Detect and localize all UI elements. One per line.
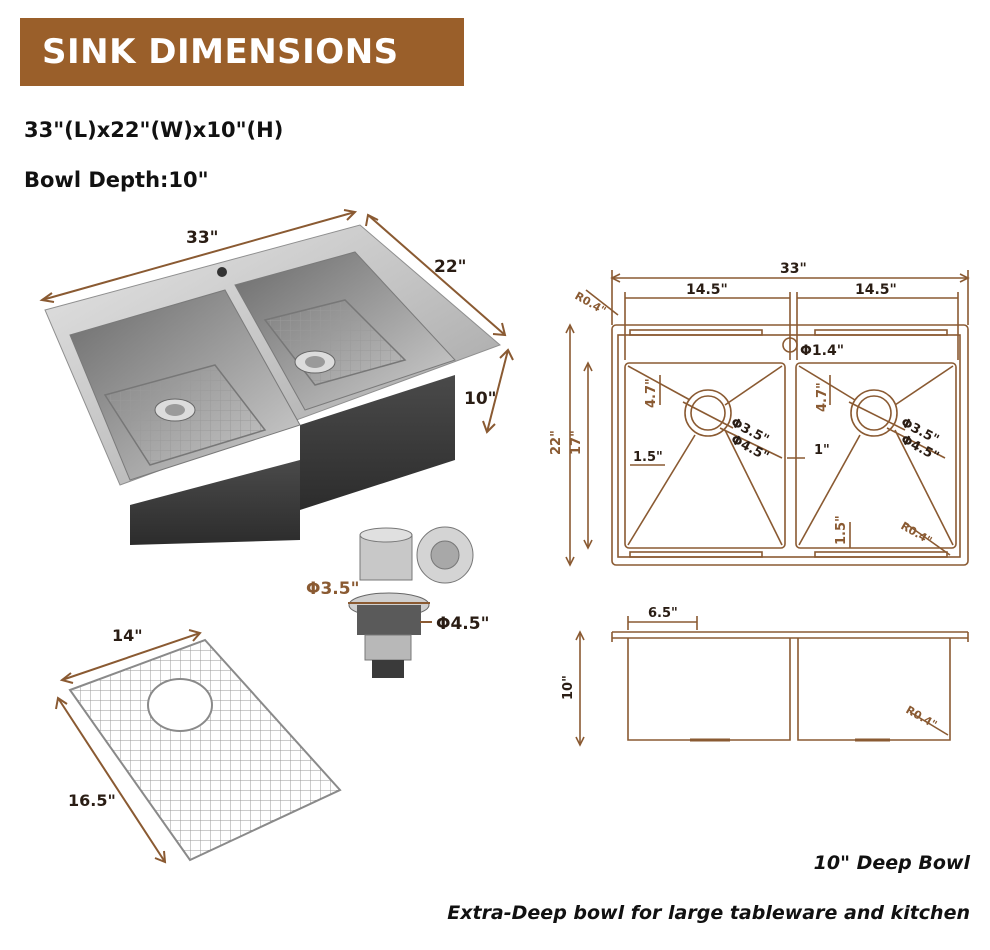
iso-length-label: 33" — [186, 228, 219, 248]
iso-height-label: 10" — [464, 389, 497, 409]
bottom-margin: 1.5" — [834, 515, 849, 545]
page-title: SINK DIMENSIONS — [42, 32, 399, 72]
drain-inner-label: Φ3.5" — [306, 579, 359, 599]
caption-extra-deep: Extra-Deep bowl for large tableware and … — [447, 902, 970, 924]
side-corner-radius: R0.4" — [904, 703, 940, 731]
side-margin: 1.5" — [633, 450, 663, 465]
iso-width-label: 22" — [434, 257, 467, 277]
bowl-corner-radius: R0.4" — [899, 519, 935, 547]
grid-dimensions — [55, 629, 202, 864]
grid-width-label: 14" — [112, 626, 143, 645]
divider-width: 1" — [814, 443, 830, 458]
iso-dimensions — [39, 209, 514, 434]
faucet-hole-diameter: Φ1.4" — [800, 343, 844, 359]
sink-3d-render — [44, 224, 501, 545]
caption-deep-bowl: 10" Deep Bowl — [813, 852, 970, 874]
side-view-drawing — [575, 616, 969, 747]
grid-length-label: 16.5" — [68, 791, 116, 810]
drain-dimensions — [348, 602, 432, 623]
top-total-length: 33" — [780, 261, 807, 277]
top-right-bowl-length: 14.5" — [855, 282, 897, 298]
left-drain-offset: 4.7" — [644, 378, 659, 408]
top-left-bowl-length: 14.5" — [686, 282, 728, 298]
side-ledge-width: 6.5" — [648, 606, 678, 621]
bottom-grid-render — [68, 638, 342, 862]
bowl-depth-spec: Bowl Depth:10" — [24, 168, 209, 192]
top-bowl-width: 17" — [569, 430, 584, 455]
right-drain-offset: 4.7" — [815, 382, 830, 412]
side-depth: 10" — [561, 675, 576, 700]
overall-size-spec: 33"(L)x22"(W)x10"(H) — [24, 118, 284, 142]
drain-outer-label: Φ4.5" — [436, 614, 489, 634]
top-total-width: 22" — [549, 430, 564, 455]
top-view-drawing — [565, 270, 970, 567]
drain-strainer-render — [348, 526, 474, 678]
faucet-hole — [217, 267, 227, 277]
title-banner: SINK DIMENSIONS — [20, 18, 464, 86]
